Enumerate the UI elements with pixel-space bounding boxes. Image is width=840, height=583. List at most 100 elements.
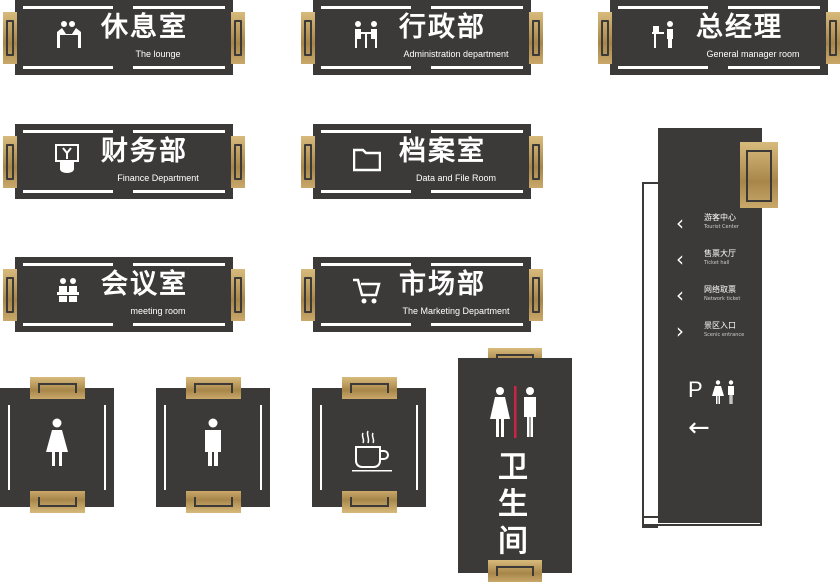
divider-line: [133, 130, 225, 133]
divider-line: [431, 190, 523, 193]
divider-line: [23, 190, 113, 193]
sign-3: 总经理 General manager room: [598, 0, 840, 75]
square-sign-3: [312, 377, 426, 517]
sign-frame: [642, 182, 658, 528]
toilet-label-1: 卫: [498, 450, 530, 485]
gold-bottom-bar: [30, 491, 85, 513]
toilet-sign-body: 卫 生 间: [458, 358, 572, 573]
toilet-label-2: 生: [498, 487, 530, 522]
shopping-cart-icon: [353, 277, 381, 307]
toilet-label-3: 间: [498, 524, 530, 559]
meeting-people-icon: [353, 20, 381, 50]
gold-side-tab: [231, 269, 245, 321]
gold-side-tab: [740, 142, 778, 208]
frame-line: [320, 405, 322, 490]
frame-line: [260, 405, 262, 490]
frame-line: [164, 405, 166, 490]
direction-label: 售票大厅: [704, 249, 736, 258]
direction-label-en: Tourist Center: [704, 224, 739, 230]
gold-side-tab: [529, 12, 543, 64]
divider-line: [321, 323, 411, 326]
restroom-icon: [712, 380, 734, 404]
sign-subtitle: The lounge: [135, 49, 181, 59]
sign-subtitle: meeting room: [130, 306, 186, 316]
gold-top-bar: [30, 377, 85, 399]
sign-title: 总经理: [696, 12, 783, 43]
chevron-right-icon: ›: [676, 319, 684, 343]
divider-line: [133, 323, 225, 326]
direction-item: ‹ 游客中心 Tourist Center: [676, 212, 756, 236]
frame-line: [8, 405, 10, 490]
gold-side-tab: [301, 136, 315, 188]
divider-line: [23, 263, 113, 266]
square-sign-1: [0, 377, 114, 517]
divider-line: [321, 263, 411, 266]
gold-side-tab: [231, 136, 245, 188]
gold-side-tab: [3, 269, 17, 321]
divider-line: [431, 6, 523, 9]
man-icon: [201, 418, 225, 472]
square-sign-2: [156, 377, 270, 517]
restroom-icon: [490, 386, 536, 438]
divider-line: [431, 323, 523, 326]
sign-title: 财务部: [101, 136, 188, 167]
sign-title: 行政部: [399, 12, 486, 43]
gold-side-tab: [301, 12, 315, 64]
manager-desk-icon: [650, 20, 678, 50]
gold-side-tab: [598, 12, 612, 64]
lounge-icon: [55, 20, 83, 50]
finance-icon: [55, 144, 83, 174]
direction-label-en: Scenic entrance: [704, 332, 745, 338]
sign-2: 行政部 Administration department: [301, 0, 543, 75]
divider-line: [133, 190, 225, 193]
chevron-left-icon: ‹: [676, 211, 684, 235]
fret-pattern: [746, 150, 772, 202]
sign-title: 会议室: [101, 269, 188, 300]
direction-label: 游客中心: [704, 213, 736, 222]
divider-line: [321, 130, 411, 133]
gold-side-tab: [529, 136, 543, 188]
divider-line: [23, 66, 113, 69]
gold-side-tab: [529, 269, 543, 321]
sign-subtitle: Finance Department: [117, 173, 199, 183]
sign-title: 休息室: [101, 12, 188, 43]
divider-line: [321, 66, 411, 69]
gold-bottom-bar: [342, 491, 397, 513]
divider-line: [431, 130, 523, 133]
chevron-left-icon: ‹: [676, 283, 684, 307]
folder-icon: [352, 144, 382, 174]
divider-line: [133, 6, 225, 9]
divider-line: [321, 190, 411, 193]
sign-subtitle: General manager room: [706, 49, 800, 59]
sign-4: 财务部 Finance Department: [3, 124, 245, 199]
gold-top-bar: [342, 377, 397, 399]
direction-label: 网络取票: [704, 285, 736, 294]
divider-line: [23, 130, 113, 133]
sign-6: 会议室 meeting room: [3, 257, 245, 332]
gold-side-tab: [3, 136, 17, 188]
divider-line: [728, 6, 820, 9]
conference-icon: [55, 277, 83, 307]
divider-line: [618, 66, 708, 69]
frame-line: [104, 405, 106, 490]
gold-side-tab: [3, 12, 17, 64]
divider-line: [728, 66, 820, 69]
toilet-sign: 卫 生 间: [458, 348, 572, 583]
direction-item: › 景区入口 Scenic entrance: [676, 320, 756, 344]
divider-line: [23, 6, 113, 9]
gold-side-tab: [231, 12, 245, 64]
woman-icon: [45, 418, 69, 472]
divider-line: [431, 66, 523, 69]
gold-bottom-bar: [488, 560, 542, 582]
sign-subtitle: Data and File Room: [415, 173, 497, 183]
sign-subtitle: Administration department: [403, 49, 509, 59]
direction-label: 景区入口: [704, 321, 736, 330]
sign-1: 休息室 The lounge: [3, 0, 245, 75]
divider-line: [133, 263, 225, 266]
divider-line: [431, 263, 523, 266]
